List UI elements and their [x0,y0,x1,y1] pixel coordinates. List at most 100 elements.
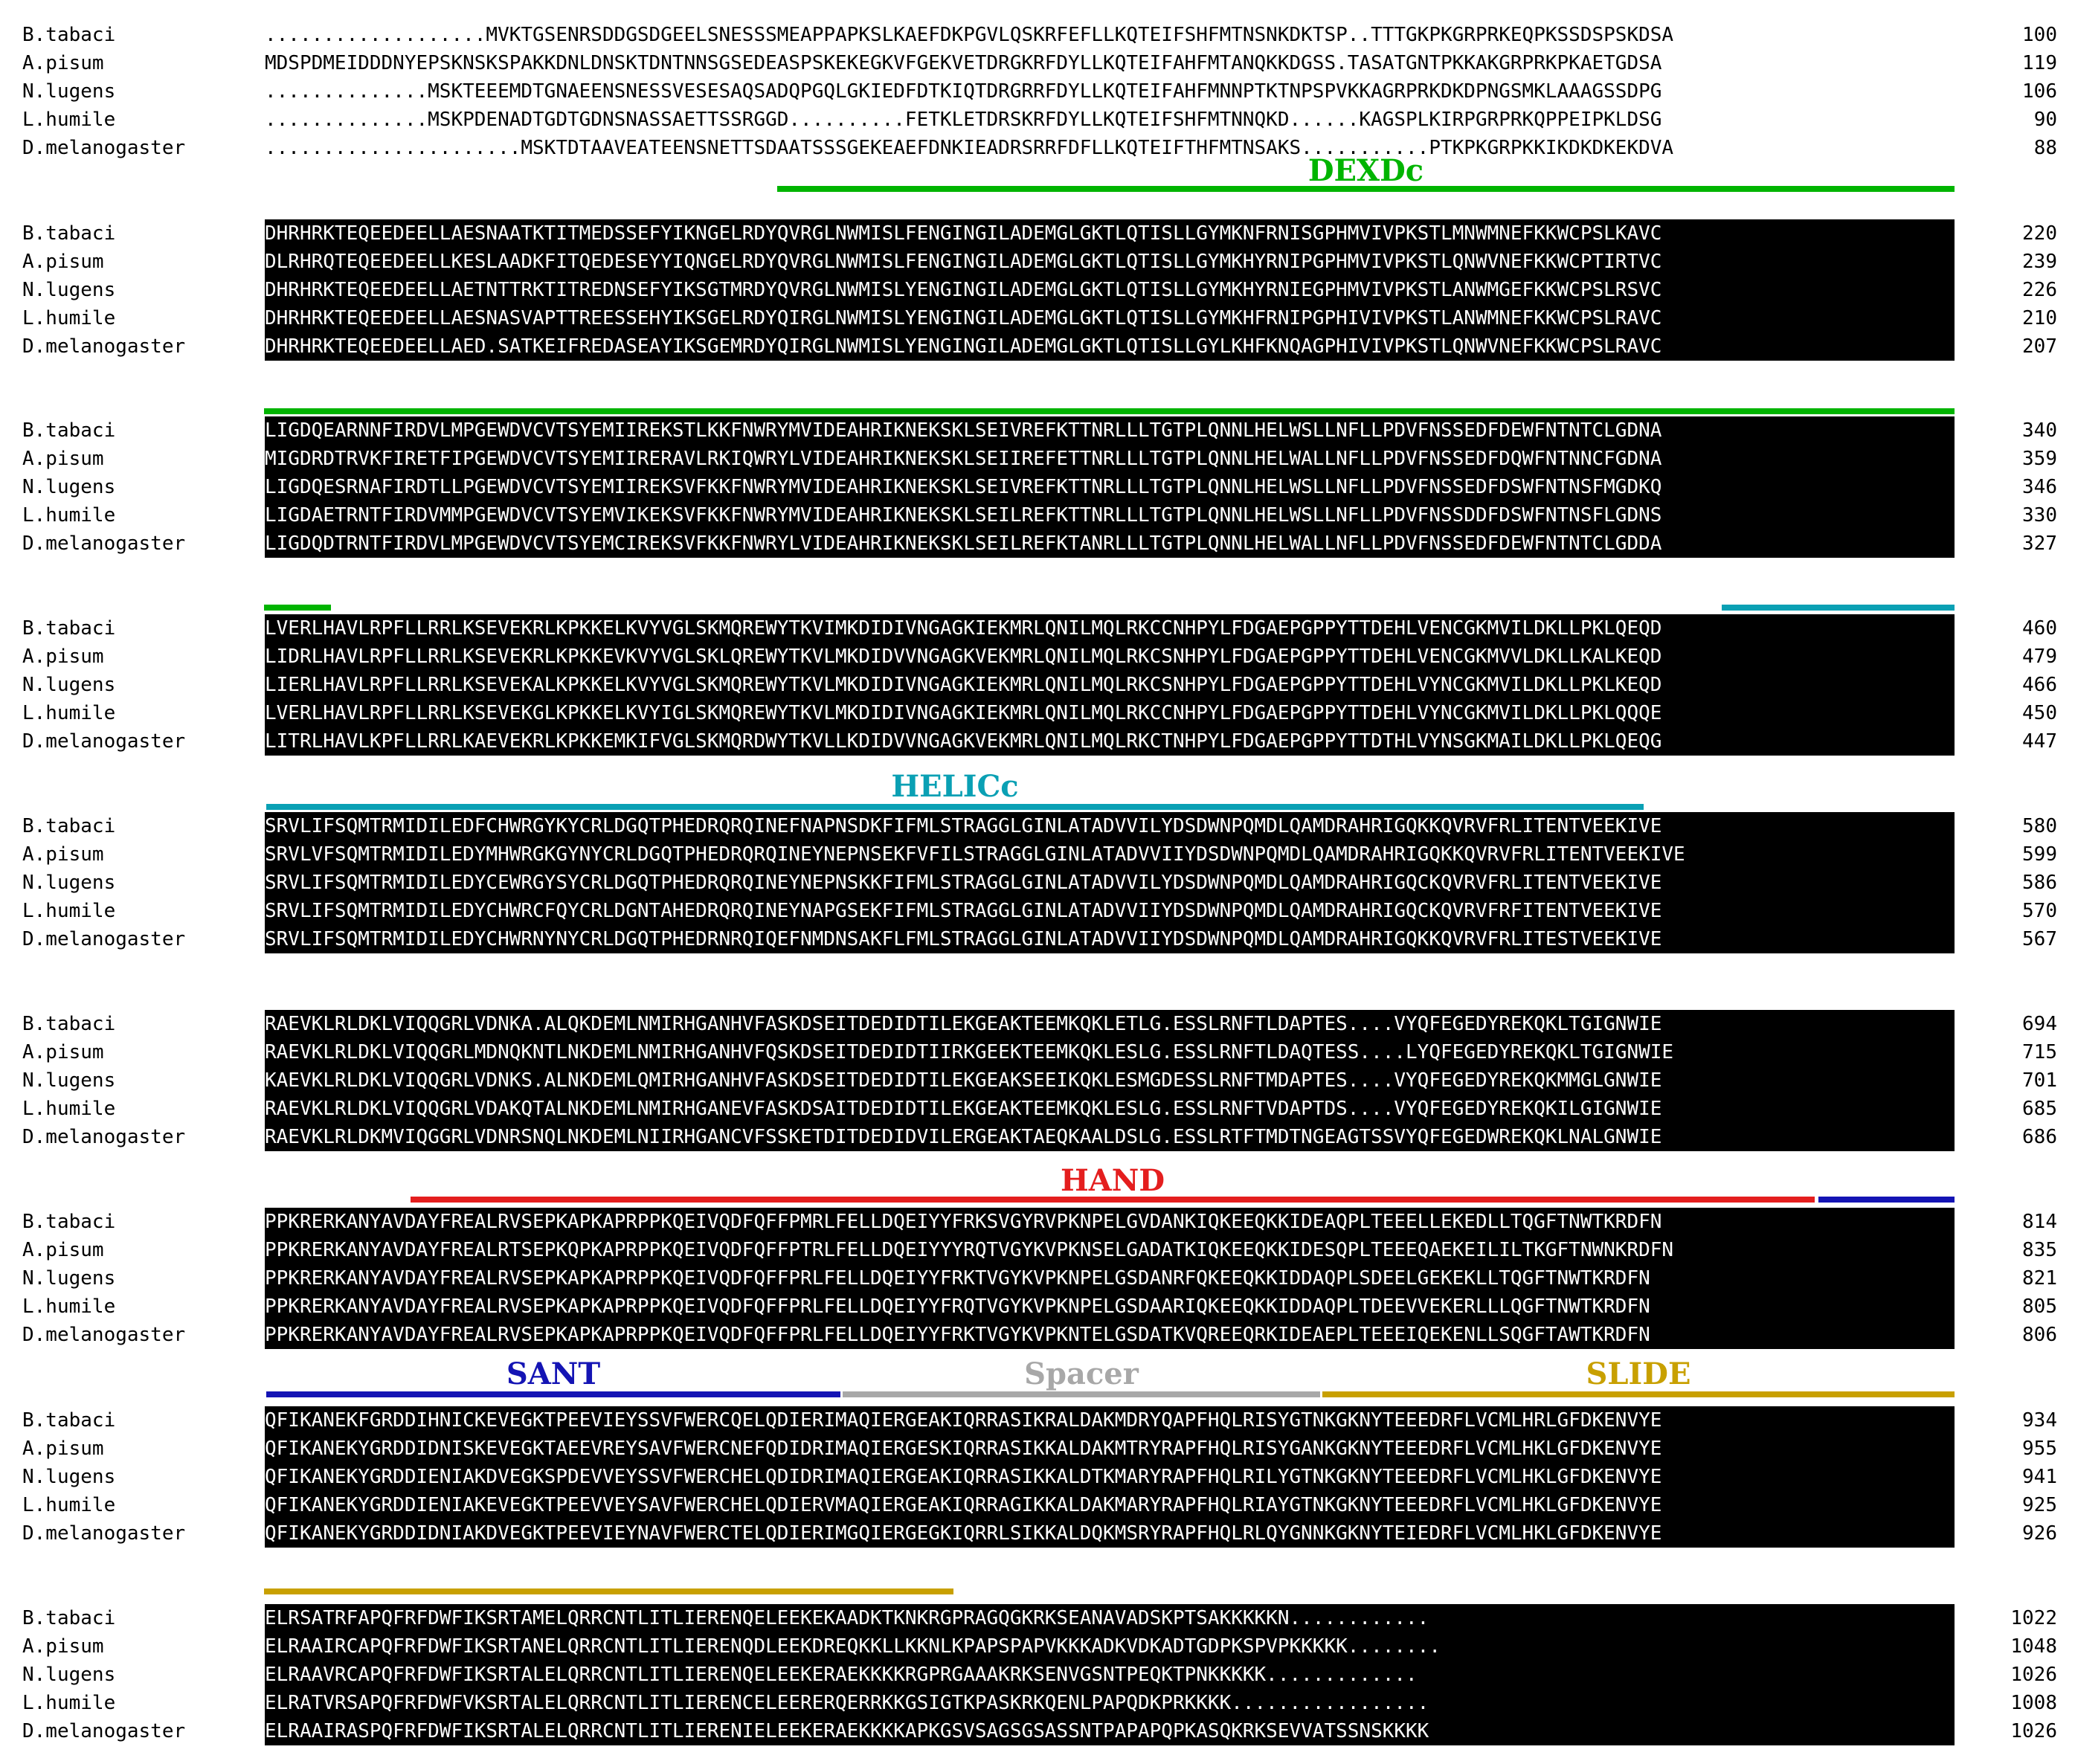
residue-position: 586 [2022,872,2057,894]
residue-position: 460 [2022,617,2057,640]
residue-position: 330 [2022,504,2057,527]
sequence-text: ELRATVRSAPQFRFDWFVKSRTALELQRRCNTLITLIERE… [265,1689,1955,1717]
sequence-text: DHRHRKTEQEEDEELLAESNAATKTITMEDSSEFYIKNGE… [265,219,1955,248]
residue-position: 340 [2022,419,2057,442]
residue-position: 210 [2022,307,2057,329]
sequence-text: ......................MSKTDTAAVEATEENSNE… [265,134,1955,162]
sequence-row: D.melanogaster LITRLHAVLKPFLLRRLKAEVEKRLK… [0,727,2075,756]
species-label: D.melanogaster [22,1324,186,1346]
residue-position: 88 [2033,137,2057,159]
species-label: L.humile [22,1098,116,1120]
species-label: L.humile [22,900,116,922]
residue-position: 220 [2022,222,2057,245]
sequence-text: ELRSATRFAPQFRFDWFIKSRTAMELQRRCNTLITLIERE… [265,1604,1955,1632]
sequence-text: PPKRERKANYAVDAYFREALRVSEPKAPKAPRPPKQEIVQ… [265,1264,1955,1293]
species-label: B.tabaci [22,815,116,837]
sequence-text: LVERLHAVLRPFLLRRLKSEVEKRLKPKKELKVYVGLSKM… [265,614,1955,643]
species-label: A.pisum [22,448,104,470]
species-label: N.lugens [22,476,116,498]
residue-position: 450 [2022,702,2057,724]
residue-position: 100 [2022,24,2057,46]
sequence-text: LIGDQDTRNTFIRDVLMPGEWDVCVTSYEMCIREKSVFKK… [265,529,1955,558]
residue-position: 694 [2022,1013,2057,1035]
residue-position: 567 [2022,928,2057,950]
residue-position: 359 [2022,448,2057,470]
residue-position: 119 [2022,52,2057,74]
species-label: D.melanogaster [22,1522,186,1545]
sequence-text: QFIKANEKYGRDDIENIAKDVEGKSPDEVVEYSSVFWERC… [265,1463,1955,1491]
sequence-text: ELRAAVRCAPQFRFDWFIKSRTALELQRRCNTLITLIERE… [265,1661,1955,1689]
domain-bar-dexdc-continuation [264,605,331,611]
residue-position: 580 [2022,815,2057,837]
residue-position: 90 [2033,109,2057,131]
domain-bar-helicc-continuation [1722,605,1955,611]
sequence-text: KAEVKLRLDKLVIQQGRLVDNKS.ALNKDEMLQMIRHGAN… [265,1066,1955,1095]
species-label: A.pisum [22,843,104,866]
sequence-text: LIGDAETRNTFIRDVMMPGEWDVCVTSYEMVIKEKSVFKK… [265,501,1955,529]
residue-position: 479 [2022,646,2057,668]
domain-label-spacer: Spacer [1024,1356,1139,1391]
sequence-text: DHRHRKTEQEEDEELLAED.SATKEIFREDASEAYIKSGE… [265,332,1955,361]
species-label: D.melanogaster [22,1720,186,1742]
residue-position: 599 [2022,843,2057,866]
sequence-row: L.humile ELRATVRSAPQFRFDWFVKSRTALELQRRCNT… [0,1689,2075,1717]
species-label: B.tabaci [22,1013,116,1035]
sequence-text: SRVLIFSQMTRMIDILEDFCHWRGYKYCRLDGQTPHEDRQ… [265,812,1955,840]
sequence-text: RAEVKLRLDKLVIQQGRLVDAKQTALNKDEMLNMIRHGAN… [265,1095,1955,1123]
residue-position: 327 [2022,532,2057,555]
sequence-text: PPKRERKANYAVDAYFREALRTSEPKQPKAPRPPKQEIVQ… [265,1236,1955,1264]
species-label: N.lugens [22,80,116,103]
residue-position: 685 [2022,1098,2057,1120]
sequence-text: DHRHRKTEQEEDEELLAETNTTRKTITREDNSEFYIKSGT… [265,276,1955,304]
species-label: N.lugens [22,674,116,696]
sequence-row: L.humile RAEVKLRLDKLVIQQGRLVDAKQTALNKDEML… [0,1095,2075,1123]
species-label: N.lugens [22,1664,116,1686]
sequence-text: ELRAAIRCAPQFRFDWFIKSRTANELQRRCNTLITLIERE… [265,1632,1955,1661]
sequence-text: LVERLHAVLRPFLLRRLKSEVEKGLKPKKELKVYIGLSKM… [265,699,1955,727]
species-label: L.humile [22,1295,116,1318]
species-label: A.pisum [22,1438,104,1460]
sequence-text: ..............MSKTEEEMDTGNAEENSNESSVESES… [265,77,1955,106]
residue-position: 1048 [2010,1635,2057,1658]
sequence-text: LITRLHAVLKPFLLRRLKAEVEKRLKPKKEMKIFVGLSKM… [265,727,1955,756]
residue-position: 466 [2022,674,2057,696]
domain-bar-sant-continuation [1818,1197,1955,1203]
species-label: D.melanogaster [22,730,186,753]
species-label: B.tabaci [22,24,116,46]
species-label: D.melanogaster [22,928,186,950]
residue-position: 814 [2022,1211,2057,1233]
residue-position: 934 [2022,1409,2057,1432]
residue-position: 955 [2022,1438,2057,1460]
domain-bar-slide [1322,1391,1955,1397]
species-label: L.humile [22,1692,116,1714]
domain-bar-dexdc [777,186,1955,192]
sequence-text: MDSPDMEIDDDNYEPSKNSKSPAKKDNLDNSKTDNTNNSG… [265,49,1955,77]
species-label: L.humile [22,1494,116,1516]
residue-position: 1026 [2010,1720,2057,1742]
species-label: L.humile [22,702,116,724]
domain-bar-dexdc-continuation [264,408,1955,414]
species-label: A.pisum [22,1041,104,1063]
domain-bar-slide-continuation [264,1588,953,1594]
sequence-text: QFIKANEKFGRDDIHNICKEVEGKTPEEVIEYSSVFWERC… [265,1406,1955,1435]
species-label: N.lugens [22,872,116,894]
residue-position: 941 [2022,1466,2057,1488]
species-label: A.pisum [22,251,104,273]
residue-position: 239 [2022,251,2057,273]
